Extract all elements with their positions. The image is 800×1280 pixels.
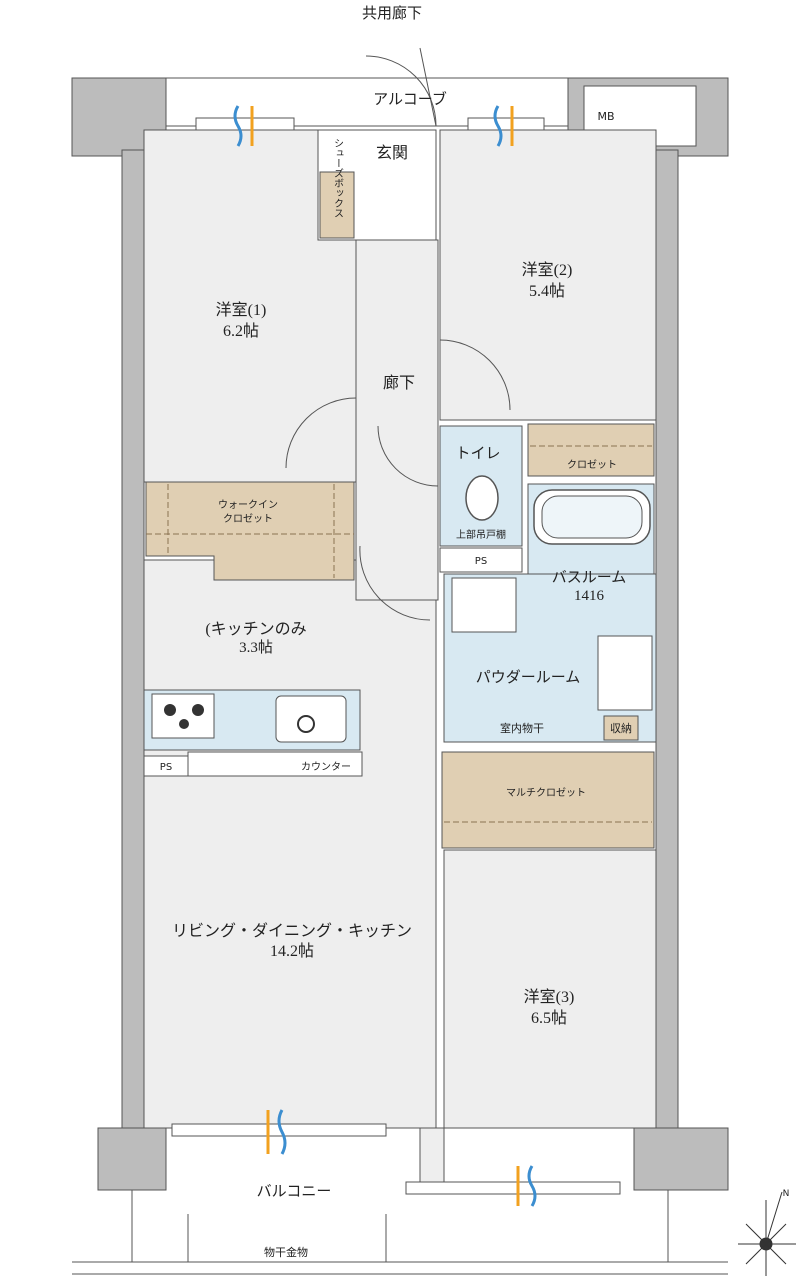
- balcony-rail: [72, 1190, 728, 1275]
- ldk-label: リビング・ダイニング・キッチン: [172, 922, 412, 940]
- upper-cabinet-label: 上部吊戸棚: [456, 528, 506, 541]
- hallway-label: 廊下: [383, 374, 415, 392]
- toilet-label: トイレ: [455, 446, 500, 462]
- counter-label: カウンター: [301, 761, 351, 773]
- storage-label: 収納: [610, 722, 632, 735]
- room-3-size: 6.5帖: [531, 1009, 567, 1027]
- sink-faucet-icon: [297, 715, 315, 733]
- ps-box-hall: [439, 547, 523, 573]
- counter-top: [187, 751, 363, 777]
- kitchen-only-size: 3.3帖: [239, 639, 273, 656]
- door-swings: [285, 47, 511, 621]
- closet-hanger-lines: [146, 445, 652, 823]
- entrance-label: 玄関: [376, 144, 408, 162]
- toilet-bowl-icon: [465, 475, 499, 521]
- bath-size-label: 1416: [574, 588, 605, 604]
- ps-hall-label: PS: [475, 556, 487, 567]
- room-2-closet: [527, 423, 655, 477]
- cooktop: [151, 693, 215, 739]
- ventilation-icons: [233, 105, 537, 1207]
- shoe-box-label: シューズボックス: [332, 138, 344, 218]
- mb-label: MB: [597, 110, 614, 123]
- vanity-unit: [597, 635, 653, 711]
- ldk-size: 14.2帖: [270, 942, 314, 960]
- drying-hardware-label: 物干金物: [264, 1245, 308, 1259]
- ldk-floor: [143, 559, 437, 1129]
- alcove-label: アルコーブ: [373, 90, 447, 108]
- multi-closet-label: マルチクロゼット: [506, 787, 586, 799]
- washbasin: [451, 577, 517, 633]
- room-1-name: 洋室(1): [216, 301, 267, 319]
- north-compass-icon: [738, 1191, 796, 1276]
- balcony-label: バルコニー: [257, 1184, 332, 1200]
- room-3-name: 洋室(3): [524, 988, 575, 1006]
- burner-icons: [164, 704, 204, 729]
- multi-closet: [441, 751, 655, 849]
- powder-room-label: パウダールーム: [476, 669, 581, 686]
- walk-in-closet-label-1: ウォークイン: [218, 499, 278, 511]
- bathtub-inner: [541, 495, 643, 539]
- room-2-floor: [439, 129, 657, 421]
- room-2-size: 5.4帖: [529, 282, 565, 300]
- kitchen-only-label: (キッチンのみ: [205, 621, 306, 638]
- bathroom-label: バスルーム: [552, 570, 627, 586]
- storage-box: [603, 715, 639, 741]
- hallway-floor: [355, 239, 439, 601]
- indoor-drying-label: 室内物干: [500, 721, 544, 735]
- ps-kitchen-label: PS: [160, 762, 172, 773]
- walk-in-closet-label-2: クロゼット: [223, 513, 273, 525]
- north-label: N: [783, 1189, 790, 1199]
- closet-label: クロゼット: [567, 459, 617, 471]
- room-1-size: 6.2帖: [223, 322, 259, 340]
- walk-in-closet: [145, 481, 355, 581]
- common-corridor-label: 共用廊下: [362, 5, 422, 22]
- shoe-box: [319, 171, 355, 239]
- room-2-name: 洋室(2): [522, 261, 573, 279]
